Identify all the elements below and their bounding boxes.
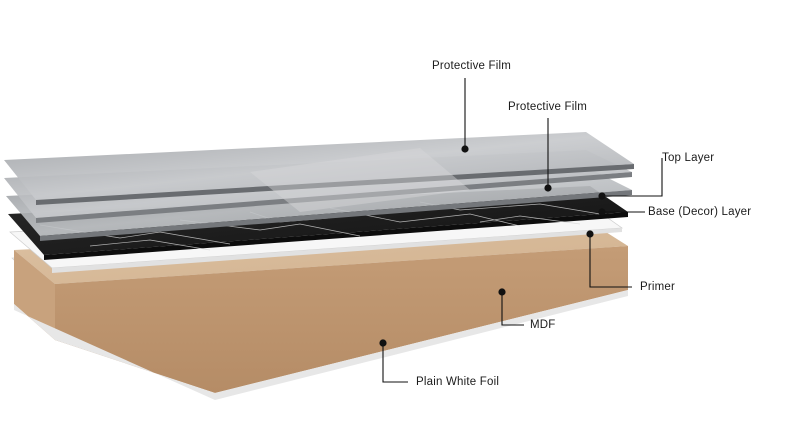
dot-primer bbox=[586, 230, 594, 238]
leader-top-layer bbox=[602, 158, 663, 197]
leader-lines bbox=[382, 78, 663, 383]
dot-base-decor-layer bbox=[598, 208, 606, 216]
mdf-left-face bbox=[14, 250, 55, 340]
label-plain-white-foil: Plain White Foil bbox=[416, 376, 500, 388]
dot-mdf bbox=[498, 288, 506, 296]
top-layer-edge bbox=[40, 190, 632, 241]
label-protective-film-second: Protective Film bbox=[508, 101, 588, 113]
dot-plain-white-foil bbox=[379, 339, 387, 347]
decor-layer-edge bbox=[44, 212, 628, 260]
protective-film-top-edge bbox=[36, 164, 634, 205]
dot-top-layer bbox=[598, 192, 606, 200]
dot-protective-film-second bbox=[544, 184, 552, 192]
label-primer: Primer bbox=[640, 281, 676, 293]
mdf-front-face bbox=[55, 246, 628, 393]
protective-film-second-edge bbox=[36, 172, 632, 223]
label-protective-film-top: Protective Film bbox=[432, 60, 512, 72]
leader-dots bbox=[379, 145, 606, 347]
dot-protective-film-top bbox=[461, 145, 469, 153]
primer-edge bbox=[52, 228, 622, 273]
label-mdf: MDF bbox=[530, 319, 556, 331]
leader-mdf bbox=[501, 292, 524, 326]
leader-primer bbox=[589, 234, 632, 288]
protective-film-top-face bbox=[4, 132, 634, 200]
label-top-layer: Top Layer bbox=[662, 152, 715, 164]
film-reflection bbox=[250, 148, 470, 212]
leader-plain-white-foil bbox=[382, 343, 408, 383]
label-base-decor-layer: Base (Decor) Layer bbox=[648, 206, 752, 218]
